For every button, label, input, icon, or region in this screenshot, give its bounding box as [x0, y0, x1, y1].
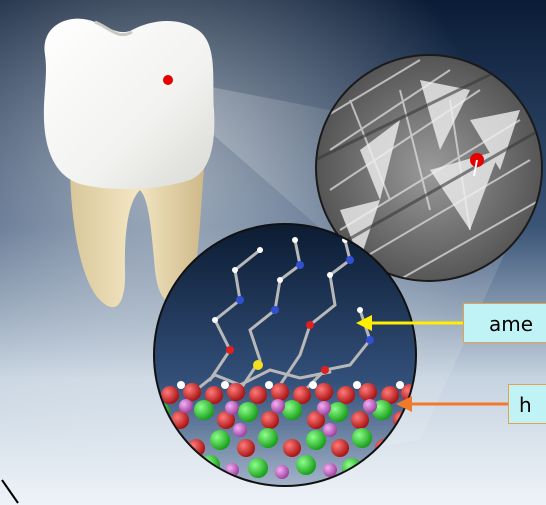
hydroxyapatite-label: h — [508, 384, 546, 424]
amelogenin-label: ame — [463, 303, 546, 343]
tooth-crown — [44, 19, 214, 189]
enamel-marker-dot — [163, 75, 173, 85]
